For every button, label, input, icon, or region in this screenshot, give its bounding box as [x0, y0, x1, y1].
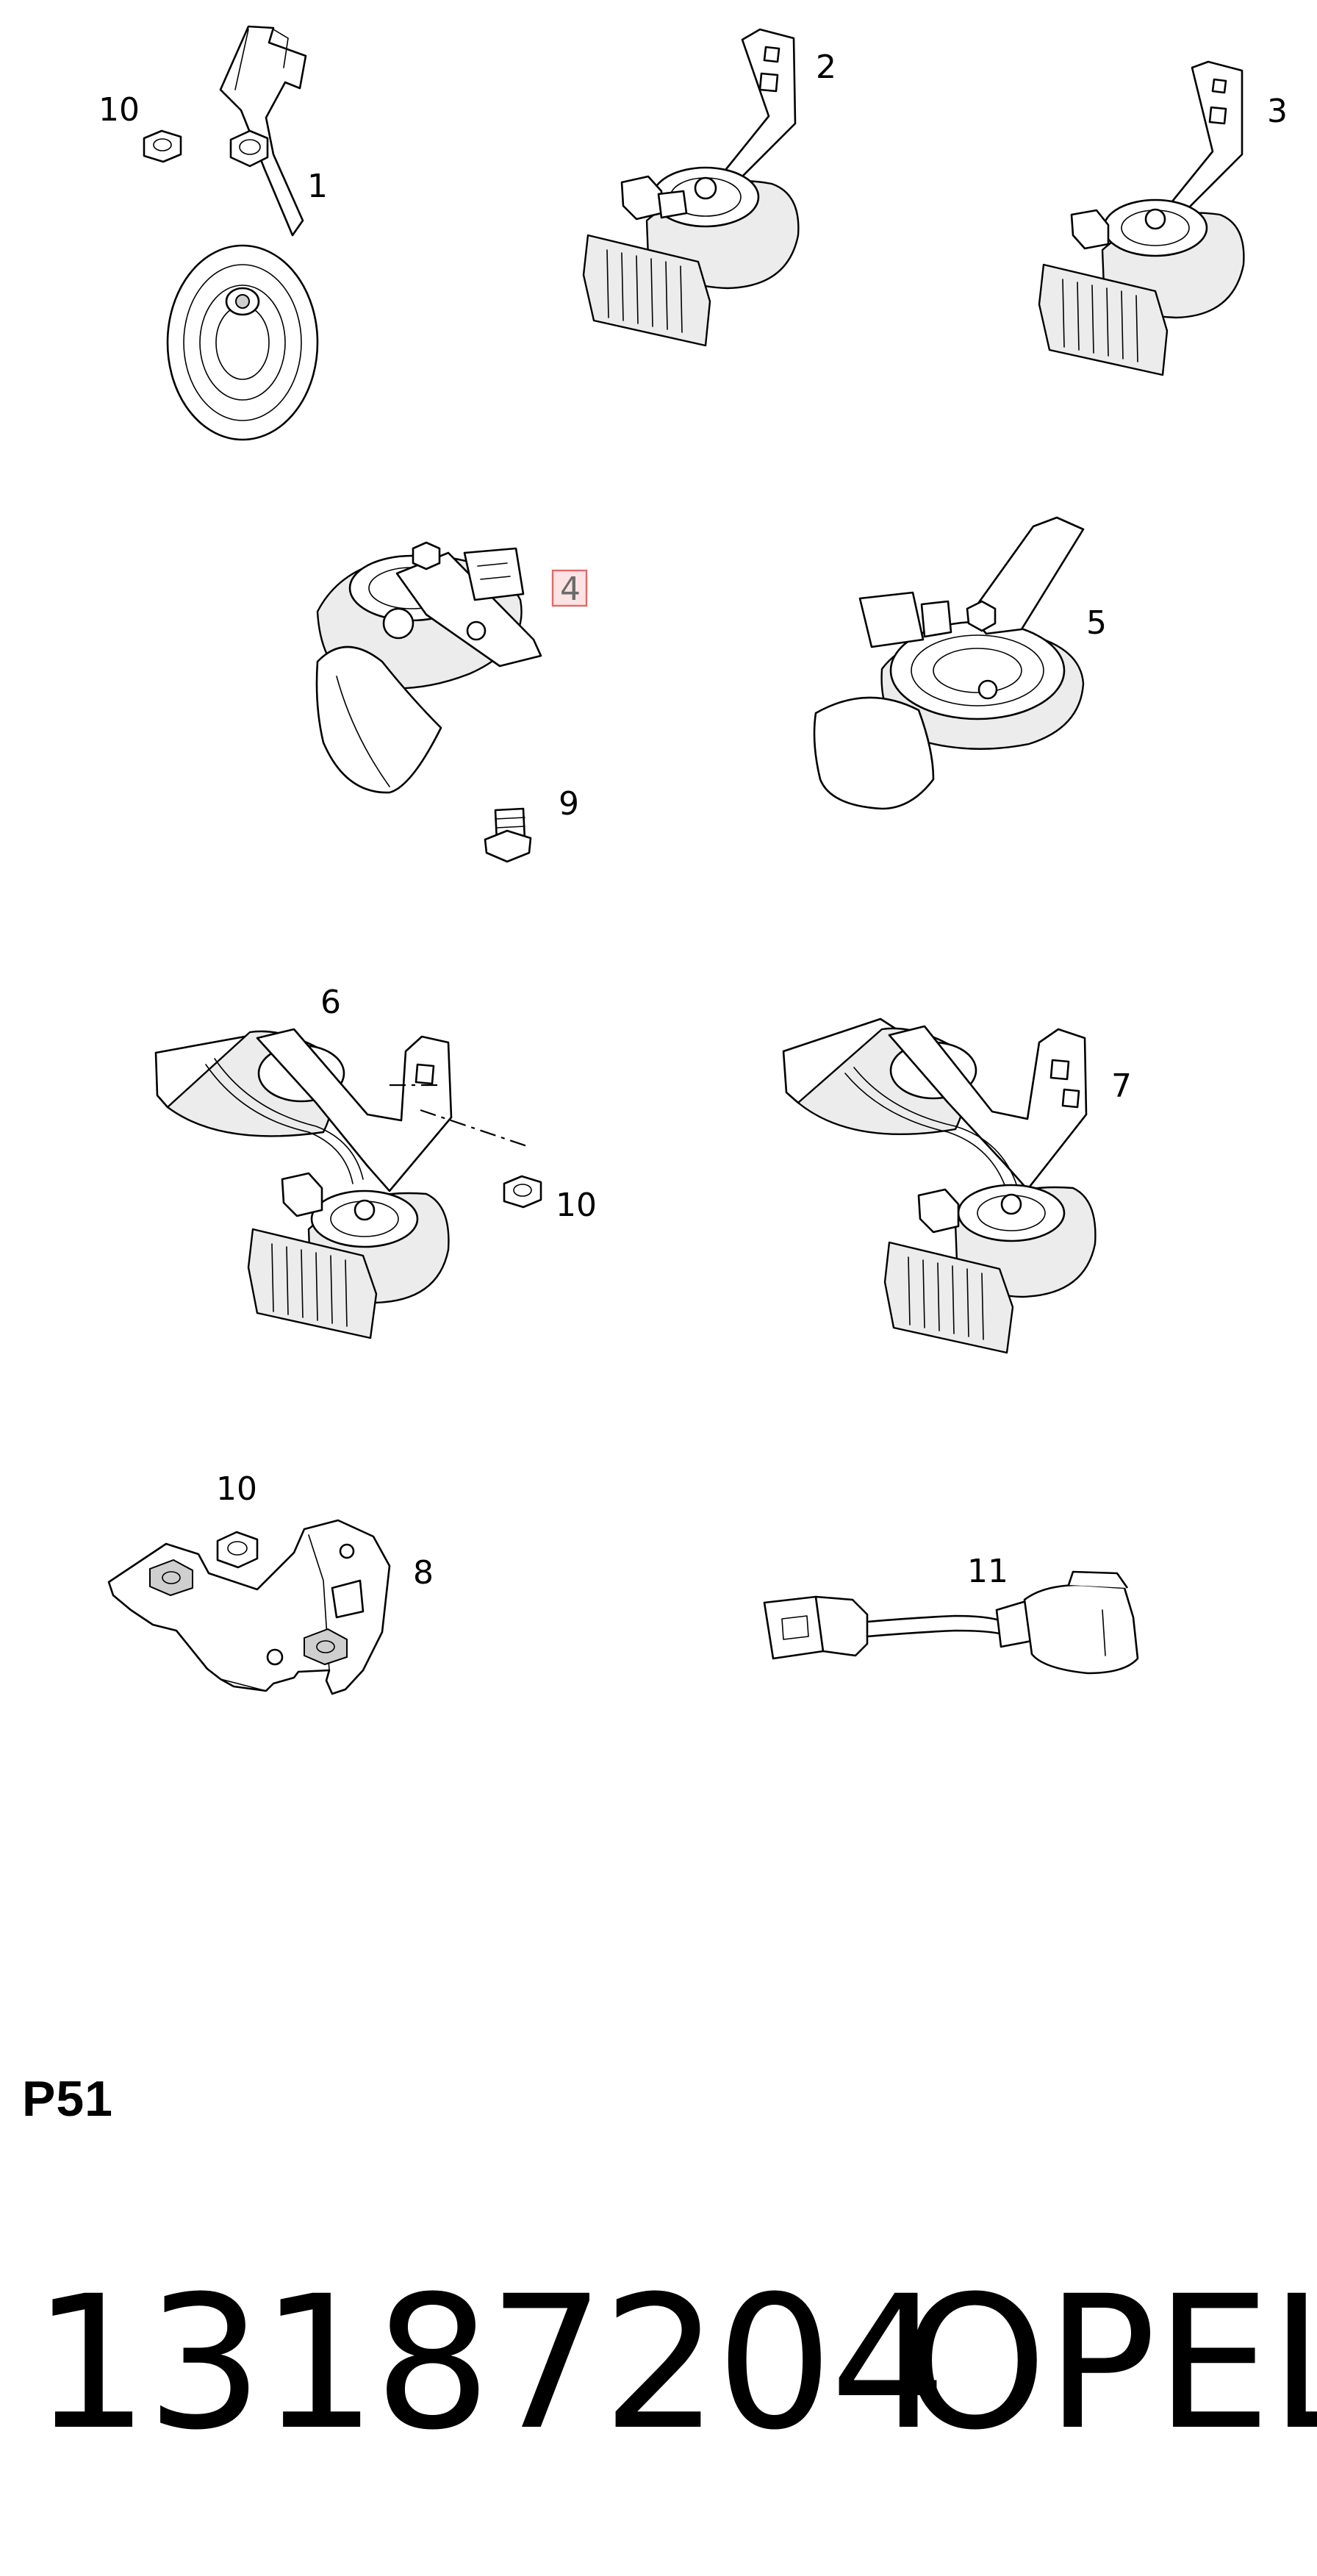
part-4-horn [315, 541, 542, 794]
highlight-box-4 [551, 569, 588, 607]
callout-4-highlighted: 4 [560, 570, 581, 608]
callout-10-a: 10 [98, 91, 140, 129]
callout-7: 7 [1111, 1067, 1132, 1105]
callout-2: 2 [816, 49, 836, 86]
part-9-bolt [484, 807, 532, 863]
part-10-nut-b [503, 1175, 542, 1209]
part-2-horn-with-bracket [582, 28, 800, 347]
part-number: 13187204 [32, 2256, 947, 2470]
brand-name: OPEL [902, 2256, 1317, 2470]
part-10-nut-c [216, 1531, 259, 1569]
callout-10-b: 10 [556, 1187, 597, 1224]
callout-1: 1 [307, 168, 328, 205]
part-6-dual-horn-assembly [154, 1028, 530, 1339]
part-3-horn-with-bracket [1038, 60, 1245, 376]
callout-10-c: 10 [216, 1470, 257, 1508]
callout-labels: 10 1 2 3 4 5 9 6 10 7 10 8 11 [98, 49, 1288, 1592]
section-code: P51 [22, 2071, 113, 2127]
callout-5: 5 [1086, 604, 1107, 642]
part-8-bracket [107, 1519, 391, 1695]
callout-3: 3 [1267, 93, 1288, 130]
callout-6: 6 [320, 984, 341, 1021]
callout-8: 8 [413, 1554, 434, 1592]
callout-9: 9 [559, 785, 579, 823]
part-1-horn-with-bracket [166, 25, 319, 441]
part-5-horn-with-bracket [813, 516, 1085, 810]
part-7-dual-horn-assembly [782, 1017, 1097, 1354]
part-11-wiring-adapter [763, 1570, 1139, 1675]
part-10-nut-a [143, 129, 182, 163]
callout-11: 11 [967, 1553, 1008, 1590]
